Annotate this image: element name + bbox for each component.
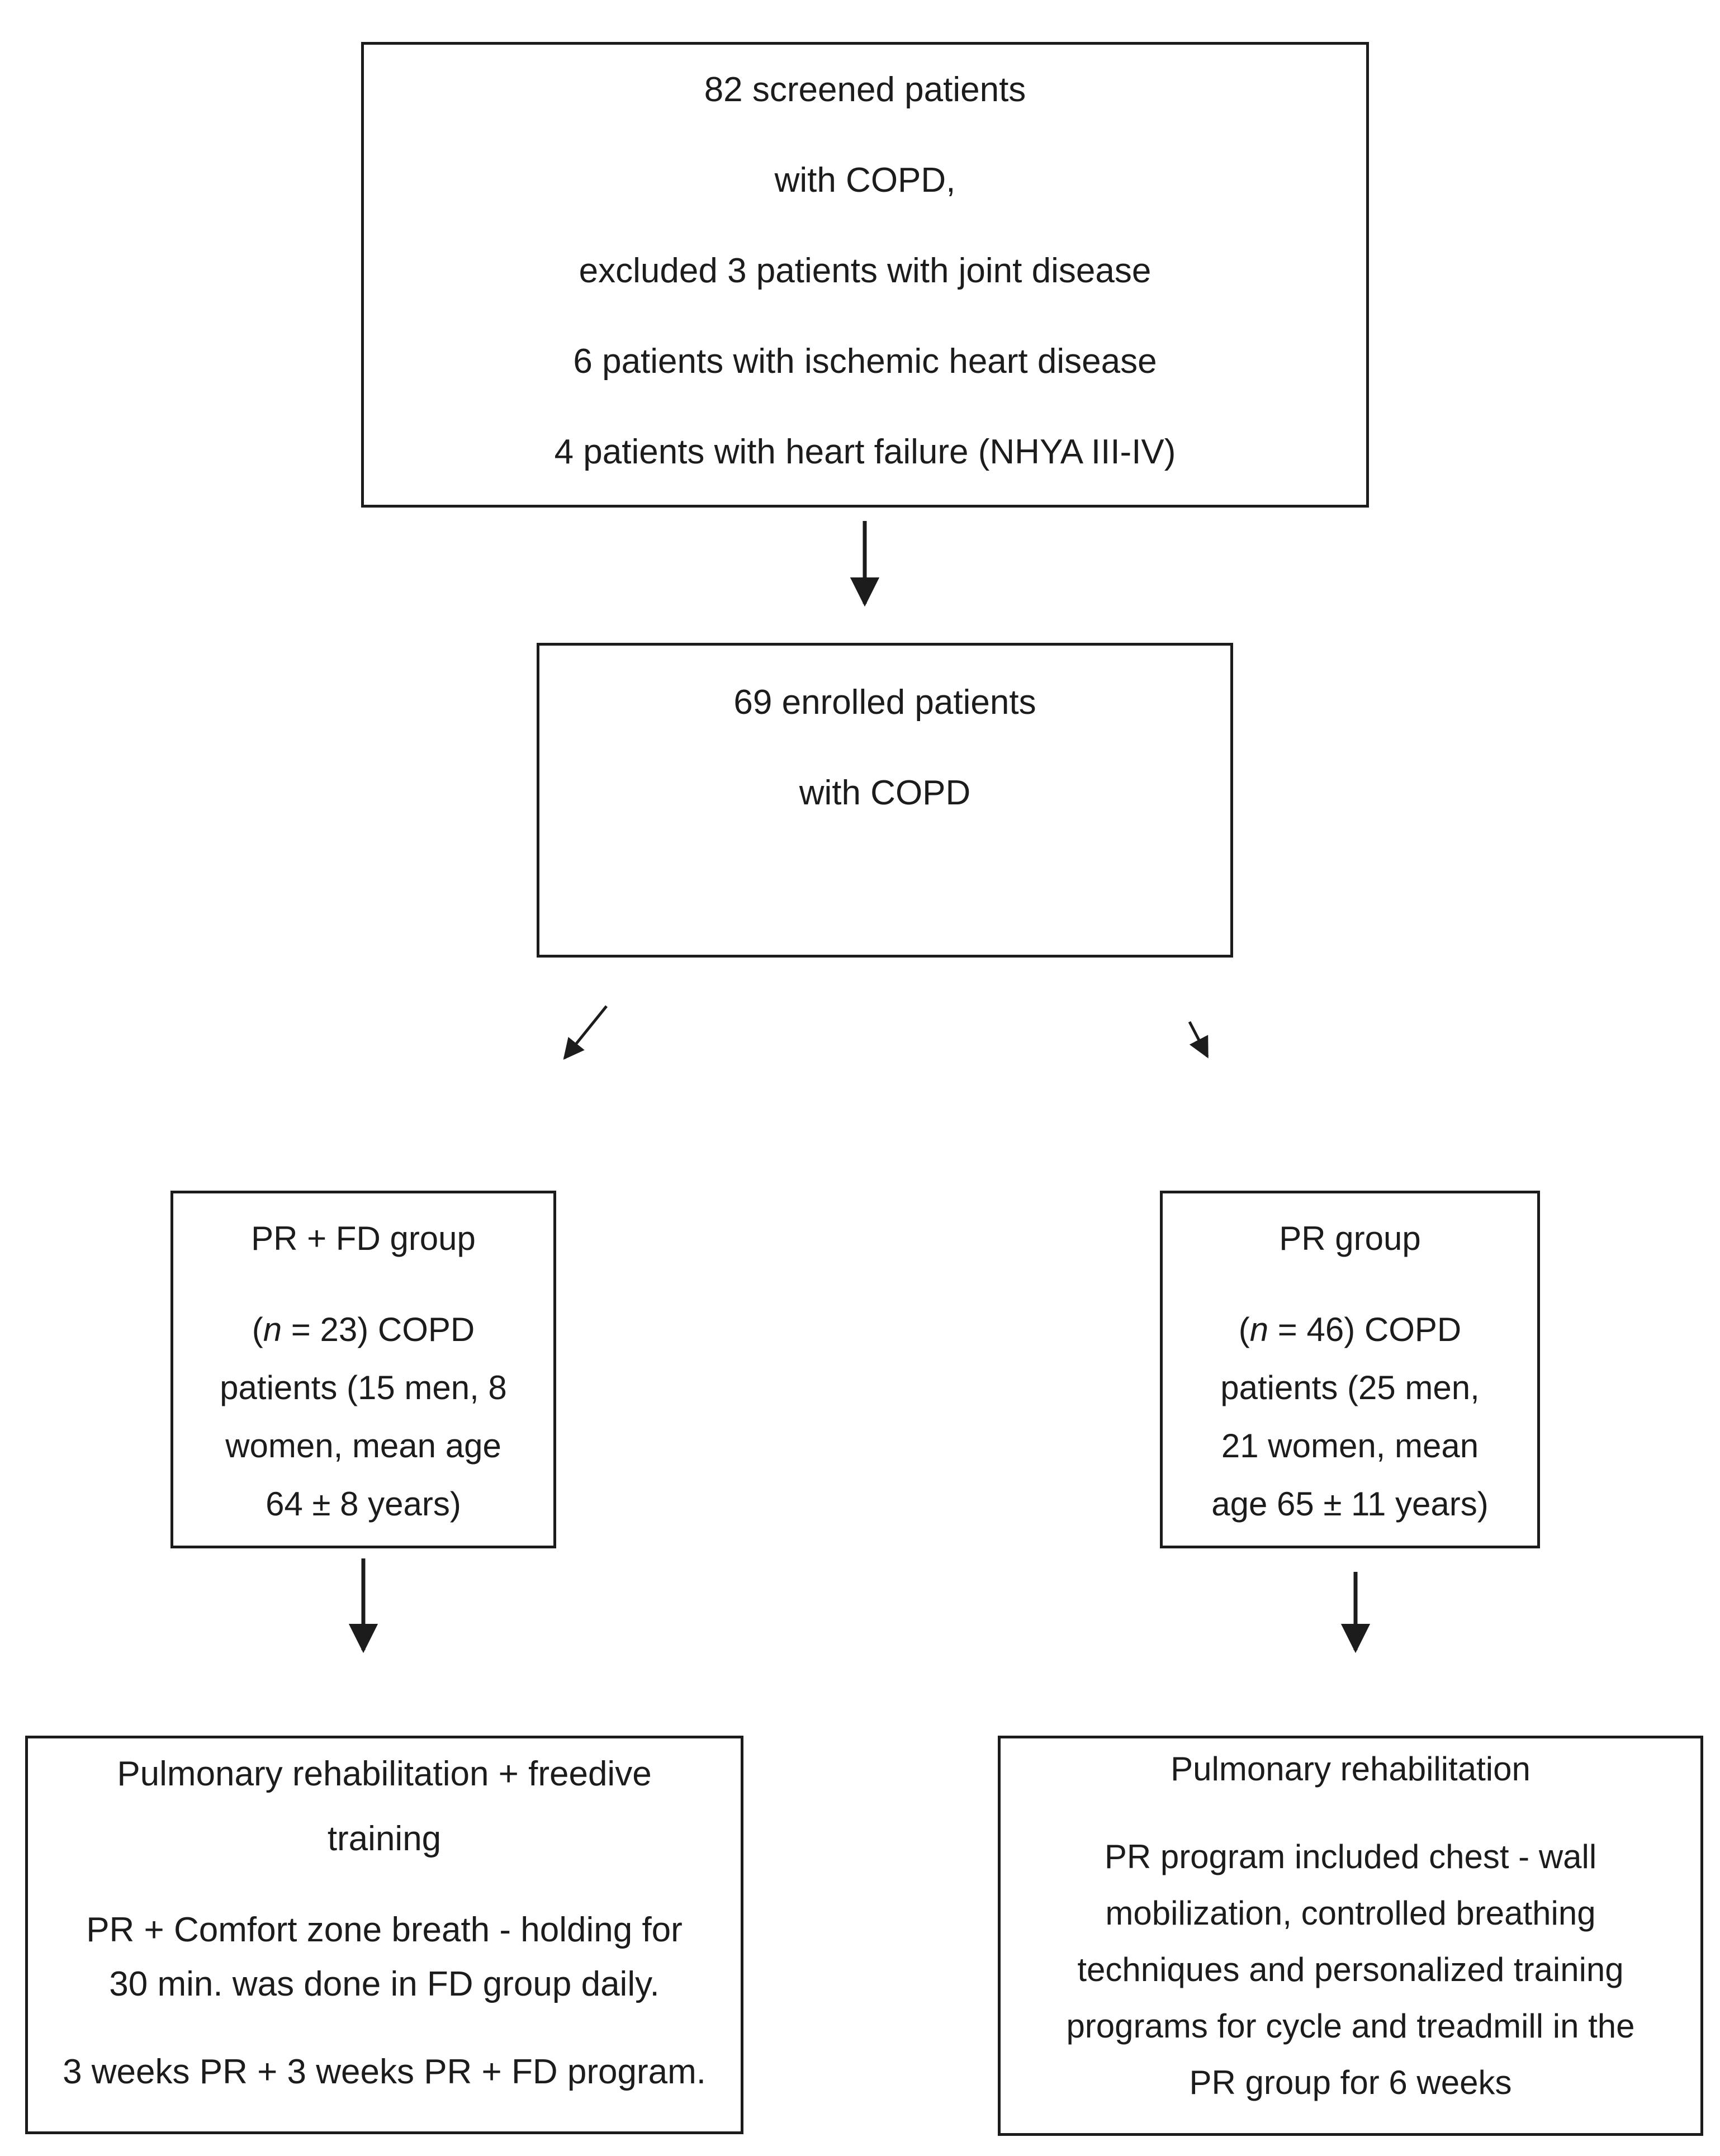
screened-line: with COPD, bbox=[774, 161, 956, 200]
pr-fd-group-line: patients (15 men, 8 bbox=[220, 1369, 507, 1406]
n-value: = 46) COPD bbox=[1268, 1311, 1462, 1348]
pr-fd-group-title: PR + FD group bbox=[251, 1220, 476, 1257]
pr-intervention-title: Pulmonary rehabilitation bbox=[1171, 1750, 1531, 1788]
pr-fd-intervention-title: Pulmonary rehabilitation + freedive trai… bbox=[28, 1742, 741, 1871]
paragraph-line: 3 weeks PR + 3 weeks PR + FD program. bbox=[63, 2053, 706, 2091]
pr-fd-group-line: 64 ± 8 years) bbox=[266, 1485, 461, 1523]
title-line: training bbox=[327, 1819, 442, 1858]
paren: ( bbox=[252, 1311, 263, 1348]
paragraph-line: mobilization, controlled breathing bbox=[1105, 1894, 1596, 1932]
pr-group-line: 21 women, mean bbox=[1221, 1427, 1479, 1465]
arrow-enrolled-to-pr-icon bbox=[1188, 1021, 1209, 1059]
enrolled-patients-box: 69 enrolled patients with COPD bbox=[537, 643, 1233, 958]
screened-line: excluded 3 patients with joint disease bbox=[579, 252, 1152, 290]
pr-group-line: age 65 ± 11 years) bbox=[1211, 1485, 1489, 1523]
pr-intervention-paragraph: PR program included chest - wall mobiliz… bbox=[1001, 1828, 1700, 2111]
italic-n: n bbox=[263, 1311, 282, 1348]
paragraph-line: programs for cycle and treadmill in the bbox=[1066, 2007, 1635, 2045]
paragraph-line: PR group for 6 weeks bbox=[1189, 2064, 1512, 2101]
screened-patients-box: 82 screened patients with COPD, excluded… bbox=[361, 42, 1369, 508]
title-line: Pulmonary rehabilitation + freedive bbox=[117, 1755, 652, 1793]
paragraph-line: techniques and personalized training bbox=[1077, 1951, 1624, 1988]
paragraph-line: PR program included chest - wall bbox=[1104, 1838, 1597, 1875]
pr-fd-group-line: women, mean age bbox=[225, 1427, 501, 1465]
pr-group-title: PR group bbox=[1279, 1220, 1421, 1257]
screened-line: 4 patients with heart failure (NHYA III-… bbox=[554, 433, 1176, 471]
italic-n: n bbox=[1249, 1311, 1269, 1348]
pr-fd-group-box: PR + FD group (n = 23) COPD patients (15… bbox=[170, 1191, 556, 1548]
screened-line: 82 screened patients bbox=[704, 70, 1026, 109]
pr-group-line: patients (25 men, bbox=[1220, 1369, 1480, 1406]
pr-fd-intervention-paragraph: PR + Comfort zone breath - holding for 3… bbox=[28, 1903, 741, 2011]
enrolled-line: with COPD bbox=[799, 774, 971, 812]
enrolled-line: 69 enrolled patients bbox=[733, 683, 1036, 722]
n-value: = 23) COPD bbox=[282, 1311, 475, 1348]
paragraph-line: PR + Comfort zone breath - holding for bbox=[86, 1911, 683, 1949]
pr-intervention-box: Pulmonary rehabilitation PR program incl… bbox=[998, 1736, 1703, 2136]
pr-fd-intervention-box: Pulmonary rehabilitation + freedive trai… bbox=[25, 1736, 743, 2134]
pr-group-box: PR group (n = 46) COPD patients (25 men,… bbox=[1160, 1191, 1540, 1548]
pr-fd-intervention-paragraph: 3 weeks PR + 3 weeks PR + FD program. bbox=[28, 2045, 741, 2099]
paren: ( bbox=[1238, 1311, 1250, 1348]
pr-fd-group-line: (n = 23) COPD bbox=[173, 1301, 553, 1359]
paragraph-line: 30 min. was done in FD group daily. bbox=[109, 1965, 660, 2003]
screened-line: 6 patients with ischemic heart disease bbox=[573, 342, 1157, 381]
arrow-enrolled-to-prfd-icon bbox=[563, 1005, 608, 1060]
pr-group-line: (n = 46) COPD bbox=[1163, 1301, 1537, 1359]
